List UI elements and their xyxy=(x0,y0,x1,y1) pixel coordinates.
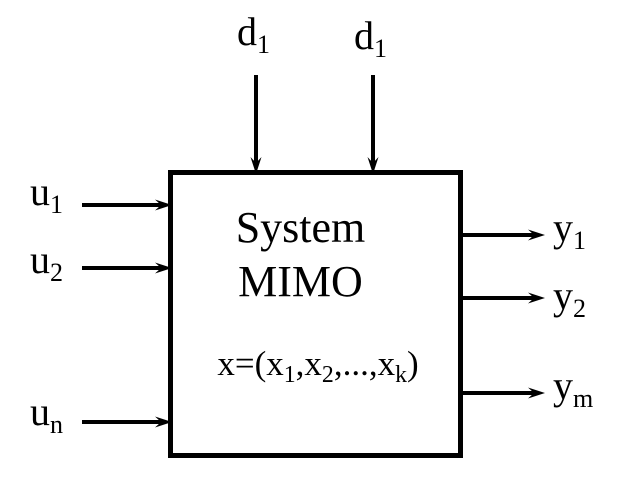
signal-subscript: 2 xyxy=(573,294,586,324)
output-label-ym: ym xyxy=(553,363,593,412)
block-title-line2: MIMO xyxy=(238,257,363,306)
signal-base: u xyxy=(30,389,50,434)
equation-part: ) xyxy=(406,344,419,383)
signal-subscript: 2 xyxy=(50,258,63,288)
block-title-line1: System xyxy=(235,203,366,252)
signal-base: y xyxy=(553,205,573,250)
signal-base: y xyxy=(553,363,573,408)
equation-part: x=(x xyxy=(217,344,284,383)
signal-subscript: n xyxy=(50,410,63,440)
signal-subscript: 1 xyxy=(50,190,63,220)
arrow-input-un xyxy=(82,416,172,428)
arrow-output-y1 xyxy=(461,229,545,241)
arrow-output-ym xyxy=(461,387,545,399)
state-equation: x=(x1,x2,...,xk) xyxy=(168,344,468,387)
disturbance-label-d1-left: d1 xyxy=(237,9,270,58)
arrow-input-u1 xyxy=(82,199,172,211)
signal-subscript: 1 xyxy=(573,226,586,256)
arrow-disturbance-d1-right xyxy=(367,75,379,174)
signal-base: u xyxy=(30,169,50,214)
system-block xyxy=(168,170,463,458)
equation-subscript: k xyxy=(395,362,407,389)
equation-subscript: 2 xyxy=(321,362,334,389)
signal-base: d xyxy=(237,9,257,54)
signal-base: d xyxy=(354,13,374,58)
signal-base: u xyxy=(30,237,50,282)
equation-subscript: 1 xyxy=(283,362,296,389)
input-label-u1: u1 xyxy=(30,169,63,218)
output-label-y1: y1 xyxy=(553,205,586,254)
signal-subscript: 1 xyxy=(257,30,270,60)
input-label-u2: u2 xyxy=(30,237,63,286)
disturbance-label-d1-right: d1 xyxy=(354,13,387,62)
signal-subscript: 1 xyxy=(374,34,387,64)
arrow-disturbance-d1-left xyxy=(250,75,262,174)
equation-part: ,...,x xyxy=(333,344,396,383)
output-label-y2: y2 xyxy=(553,273,586,322)
signal-base: y xyxy=(553,273,573,318)
equation-part: ,x xyxy=(295,344,322,383)
signal-subscript: m xyxy=(573,384,594,414)
arrow-input-u2 xyxy=(82,262,172,274)
input-label-un: un xyxy=(30,389,63,438)
arrow-output-y2 xyxy=(461,292,545,304)
